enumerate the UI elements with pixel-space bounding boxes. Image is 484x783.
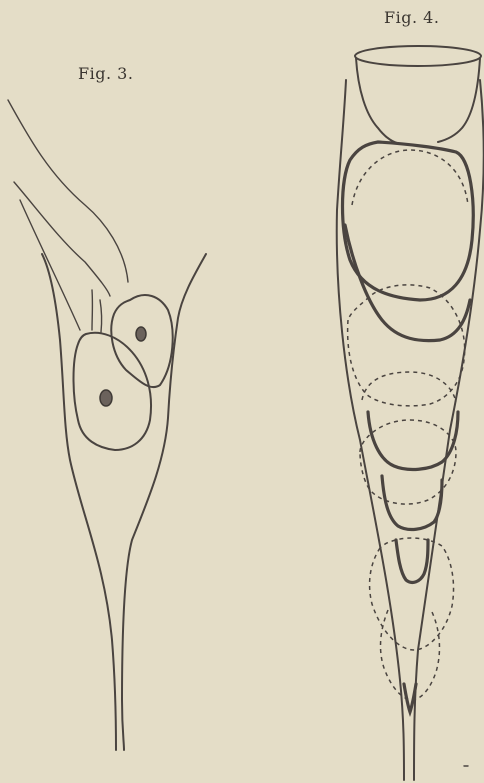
- fig4-chamber-4: [382, 476, 442, 529]
- fig4-wall-right: [414, 80, 484, 780]
- fig3-drawing: [8, 100, 206, 750]
- fig3-lower-cell: [74, 333, 152, 450]
- fig4-neck-left: [356, 58, 400, 144]
- fig4-chamber-3-dashed: [362, 372, 456, 402]
- fig4-drawing: [337, 46, 484, 780]
- fig4-chamber-1: [343, 142, 474, 300]
- fig3-lower-nucleus: [100, 390, 112, 406]
- fig4-top-rim: [355, 46, 481, 66]
- fig4-chamber-1-dashed: [352, 150, 468, 205]
- fig3-body-right: [122, 254, 206, 750]
- fig3-stalk-outer: [8, 100, 128, 282]
- fig4-chamber-2: [345, 225, 470, 341]
- fig3-stalk-inner: [14, 182, 110, 296]
- fig4-chamber-2-dashed: [348, 285, 465, 406]
- fig4-neck-right: [438, 58, 480, 142]
- fig3-upper-nucleus: [136, 327, 146, 341]
- fig4-lower-dashed-loop: [381, 610, 440, 700]
- fig4-chamber-5: [396, 540, 428, 582]
- fig3-stalk-fiber-3: [100, 300, 102, 332]
- fig3-stalk-fiber-1: [20, 200, 80, 330]
